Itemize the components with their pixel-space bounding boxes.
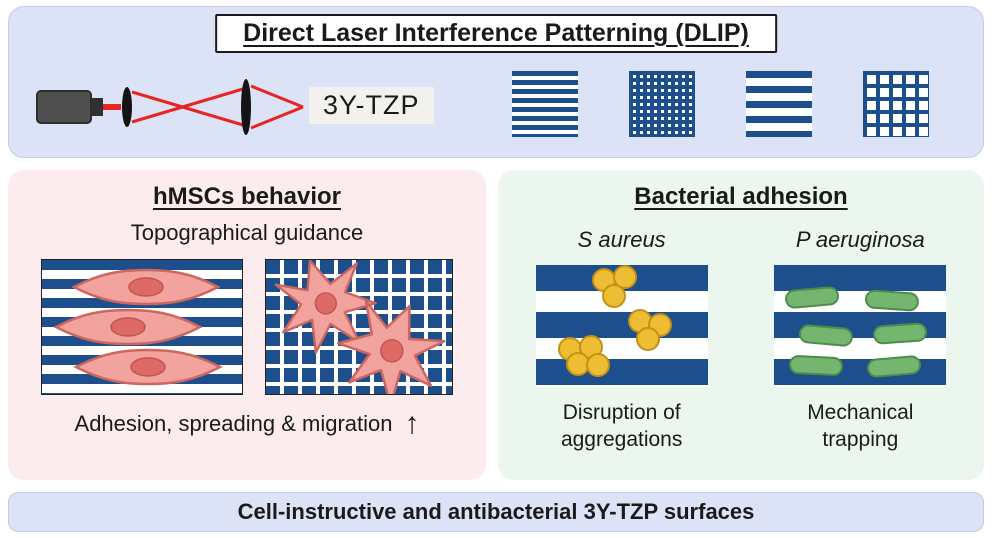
laser-device-icon — [36, 90, 103, 124]
crossing-beams-icon — [131, 87, 244, 127]
hmscs-title: hMSCs behavior — [152, 183, 342, 210]
laser-setup-illustration — [36, 79, 304, 135]
hmscs-subtitle: Topographical guidance — [130, 220, 364, 245]
focusing-beams-icon — [250, 84, 304, 130]
lens-icon — [122, 87, 132, 127]
s-aureus-caption: Disruption of aggregations — [560, 401, 683, 452]
p-aeruginosa-image — [774, 265, 947, 387]
pattern-swatch-fine-grid-icon — [629, 71, 695, 137]
dlip-title: Direct Laser Interference Patterning (DL… — [215, 14, 777, 53]
conclusion-bar: Cell-instructive and antibacterial 3Y-TZ… — [8, 492, 984, 532]
bacteria-title: Bacterial adhesion — [634, 183, 848, 210]
hmscs-caption: Adhesion, spreading & migration — [74, 411, 393, 436]
hmsc-on-lines-image — [41, 259, 243, 395]
pattern-swatches — [512, 71, 929, 137]
cocci-cluster-icon — [557, 265, 672, 377]
sample-label: 3Y-TZP — [309, 87, 434, 124]
p-aeruginosa-label: P aeruginosa — [795, 227, 925, 252]
s-aureus-image — [535, 265, 708, 387]
p-aeruginosa-caption: Mechanical trapping — [807, 401, 914, 452]
s-aureus-label: S aureus — [577, 227, 666, 252]
conclusion-title: Cell-instructive and antibacterial 3Y-TZ… — [237, 499, 755, 524]
hmsc-on-grid-image — [265, 259, 453, 395]
lens-icon — [241, 79, 251, 135]
hmscs-panel: hMSCs behavior Topographical guidance — [8, 170, 486, 480]
up-arrow-icon: ↑ — [404, 407, 420, 440]
bacteria-panel: Bacterial adhesion S aureus — [498, 170, 984, 480]
pattern-swatch-coarse-lines-icon — [746, 71, 812, 137]
pattern-swatch-fine-lines-icon — [512, 71, 578, 137]
rod-bacterium-icon — [785, 286, 928, 378]
dlip-panel: Direct Laser Interference Patterning (DL… — [8, 6, 984, 158]
pattern-swatch-coarse-grid-icon — [863, 71, 929, 137]
p-aeruginosa-column: P aeruginosa Mechanical trapping — [745, 219, 975, 454]
s-aureus-column: S aureus D — [507, 219, 737, 454]
